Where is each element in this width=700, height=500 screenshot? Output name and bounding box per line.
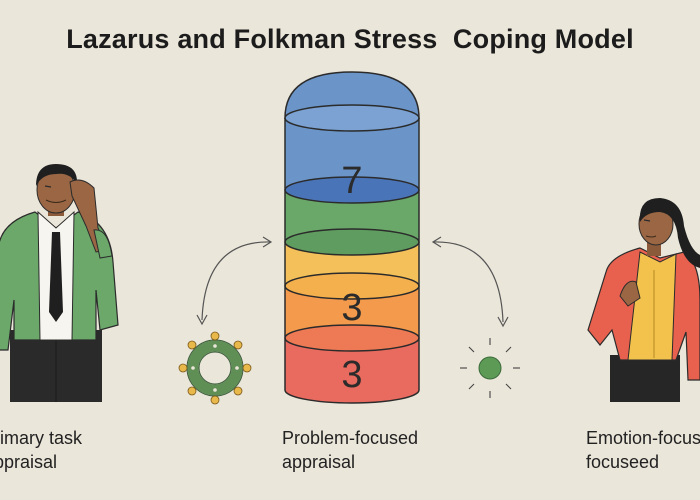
- right-curved-arrow: [431, 236, 509, 328]
- caption-emotion-line2: focuseed: [586, 452, 660, 472]
- caption-problem-focused: Problem-focused appraisal: [282, 426, 418, 474]
- caption-problem-line1: Problem-focused: [282, 428, 419, 448]
- caption-problem-line2: appraisal: [282, 452, 356, 472]
- gear-ring-icon: [178, 331, 252, 405]
- segment-number-middle: 3: [341, 287, 362, 329]
- caption-primary-line2: ppraisal: [0, 452, 58, 472]
- segment-number-bottom: 3: [341, 354, 362, 396]
- caption-emotion-focused: Emotion-focus focuseed: [586, 426, 700, 474]
- caption-primary-appraisal: rimary task ppraisal: [0, 426, 82, 474]
- segment-yellow-top: [284, 228, 420, 256]
- segment-number-top: 7: [341, 160, 362, 202]
- sun-icon: [460, 338, 520, 398]
- segment-red: [285, 338, 419, 403]
- stressed-man-figure: [0, 164, 119, 402]
- segment-blue-top: [284, 104, 420, 132]
- cylinder-bottom-edge: [284, 389, 420, 404]
- caption-emotion-line1: Emotion-focus: [586, 428, 700, 448]
- woman-figure: [587, 198, 700, 402]
- caption-primary-line1: rimary task: [0, 428, 83, 448]
- left-curved-arrow: [196, 236, 273, 326]
- stacked-cylinder: 7 3 3: [284, 71, 420, 404]
- diagram-title: Lazarus and Folkman Stress Coping Model: [66, 24, 634, 54]
